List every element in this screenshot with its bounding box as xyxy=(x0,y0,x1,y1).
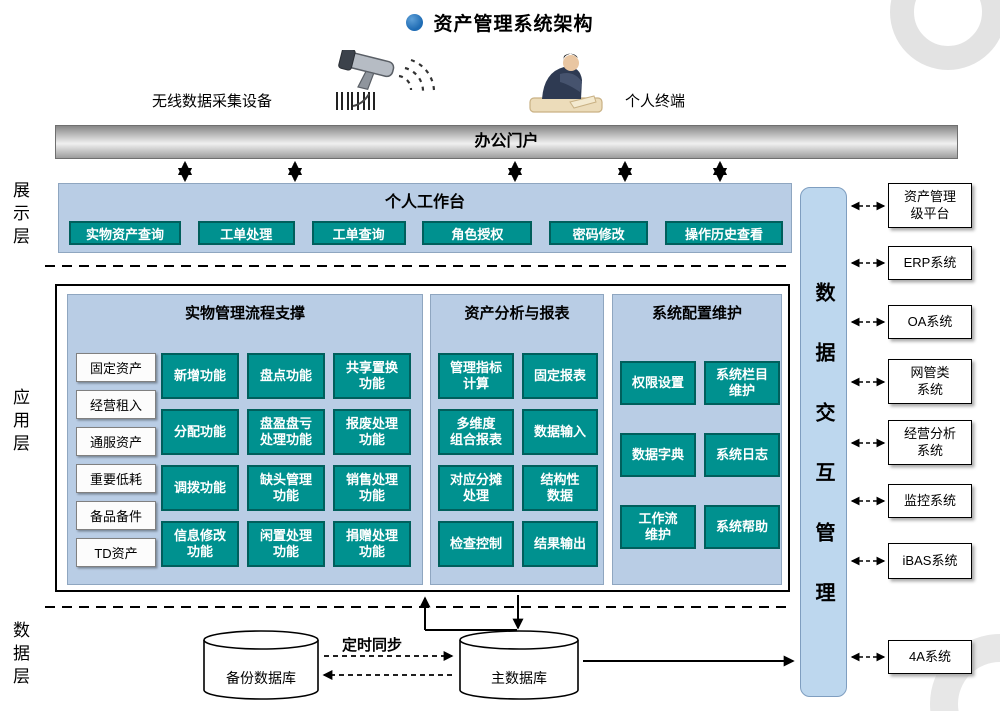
workbench-item-workorder-query: 工单查询 xyxy=(311,221,406,245)
function-data-dictionary: 数据字典 xyxy=(620,433,696,477)
category-leased: 经营租入 xyxy=(76,390,156,419)
function-fixed-report: 固定报表 xyxy=(522,353,598,399)
function-sale: 销售处理 功能 xyxy=(333,465,411,511)
external-system-network-mgmt: 网管类 系统 xyxy=(888,359,972,404)
function-inventory: 盘点功能 xyxy=(247,353,325,399)
function-multidim-report: 多维度 组合报表 xyxy=(438,409,514,455)
function-result-output: 结果输出 xyxy=(522,521,598,567)
function-scrap: 报废处理 功能 xyxy=(333,409,411,455)
function-surplus-deficit: 盘盈盘亏 处理功能 xyxy=(247,409,325,455)
function-column-maintain: 系统栏目 维护 xyxy=(704,361,780,405)
analysis-panel-title: 资产分析与报表 xyxy=(464,305,570,322)
physical-function-grid: 新增功能 盘点功能 共享置换 功能 分配功能 盘盈盘亏 处理功能 报废处理 功能… xyxy=(161,353,411,567)
function-share-swap: 共享置换 功能 xyxy=(333,353,411,399)
workbench-item-role-auth: 角色授权 xyxy=(422,221,533,245)
title-bullet-icon xyxy=(406,14,424,31)
category-td-assets: TD资产 xyxy=(76,538,156,567)
header: 资产管理系统架构 xyxy=(0,9,1000,36)
workbench-item-asset-query: 实物资产查询 xyxy=(69,221,181,245)
sync-label: 定时同步 xyxy=(342,637,403,654)
category-spare-parts: 备品备件 xyxy=(76,501,156,530)
function-system-log: 系统日志 xyxy=(704,433,780,477)
analysis-report-panel: 资产分析与报表 管理指标 计算 固定报表 多维度 组合报表 数据输入 对应分摊 … xyxy=(430,294,604,585)
function-shortage: 缺头管理 功能 xyxy=(247,465,325,511)
external-system-ibas: iBAS系统 xyxy=(888,543,972,579)
category-fixed-assets: 固定资产 xyxy=(76,353,156,382)
physical-panel-title: 实物管理流程支撑 xyxy=(184,305,305,322)
config-panel-title: 系统配置维护 xyxy=(651,305,742,322)
workbench-item-password: 密码修改 xyxy=(549,221,649,245)
workbench-item-history: 操作历史查看 xyxy=(664,221,783,245)
analysis-function-grid: 管理指标 计算 固定报表 多维度 组合报表 数据输入 对应分摊 处理 结构性 数… xyxy=(438,353,598,567)
external-system-erp: ERP系统 xyxy=(888,246,972,280)
physical-management-panel: 实物管理流程支撑 固定资产 经营租入 通服资产 重要低耗 备品备件 TD资产 新… xyxy=(67,294,423,585)
config-function-grid: 权限设置 系统栏目 维护 数据字典 系统日志 工作流 维护 系统帮助 xyxy=(620,361,780,549)
page-title: 资产管理系统架构 xyxy=(433,14,594,35)
external-system-monitoring: 监控系统 xyxy=(888,484,972,518)
function-add: 新增功能 xyxy=(161,353,239,399)
asset-category-column: 固定资产 经营租入 通服资产 重要低耗 备品备件 TD资产 xyxy=(76,353,156,567)
terminal-label: 个人终端 xyxy=(625,93,686,110)
external-system-asset-platform: 资产管理 级平台 xyxy=(888,183,972,228)
person-terminal-icon xyxy=(529,53,603,113)
personal-workbench-panel: 个人工作台 实物资产查询 工单处理 工单查询 角色授权 密码修改 操作历史查看 xyxy=(58,183,792,253)
scanner-label: 无线数据采集设备 xyxy=(152,93,273,110)
data-exchange-bar: 数据交互管理 xyxy=(800,187,847,697)
layer-label-application: 应用层 xyxy=(10,388,29,457)
function-donation: 捐赠处理 功能 xyxy=(333,521,411,567)
function-check-control: 检查控制 xyxy=(438,521,514,567)
category-low-value: 重要低耗 xyxy=(76,464,156,493)
data-exchange-label: 数据交互管理 xyxy=(812,282,834,642)
function-info-edit: 信息修改 功能 xyxy=(161,521,239,567)
external-system-oa: OA系统 xyxy=(888,305,972,339)
main-db-label: 主数据库 xyxy=(491,670,547,686)
function-allocate: 分配功能 xyxy=(161,409,239,455)
function-transfer: 调拨功能 xyxy=(161,465,239,511)
function-permission: 权限设置 xyxy=(620,361,696,405)
workbench-item-workorder-handle: 工单处理 xyxy=(197,221,295,245)
external-system-4a: 4A系统 xyxy=(888,640,972,674)
function-system-help: 系统帮助 xyxy=(704,505,780,549)
function-kpi-calc: 管理指标 计算 xyxy=(438,353,514,399)
function-apportion: 对应分摊 处理 xyxy=(438,465,514,511)
function-idle: 闲置处理 功能 xyxy=(247,521,325,567)
barcode-scanner-icon xyxy=(336,50,435,110)
function-workflow: 工作流 维护 xyxy=(620,505,696,549)
workbench-button-row: 实物资产查询 工单处理 工单查询 角色授权 密码修改 操作历史查看 xyxy=(69,221,783,245)
function-data-input: 数据输入 xyxy=(522,409,598,455)
layer-label-data: 数据层 xyxy=(10,621,29,690)
workbench-title: 个人工作台 xyxy=(384,194,465,211)
backup-db-label: 备份数据库 xyxy=(226,670,296,686)
system-config-panel: 系统配置维护 权限设置 系统栏目 维护 数据字典 系统日志 工作流 维护 系统帮… xyxy=(612,294,782,585)
category-service: 通服资产 xyxy=(76,427,156,456)
external-system-business-analysis: 经营分析 系统 xyxy=(888,420,972,465)
function-structural-data: 结构性 数据 xyxy=(522,465,598,511)
office-portal-bar: 办公门户 xyxy=(55,125,958,159)
application-layer-box: 实物管理流程支撑 固定资产 经营租入 通服资产 重要低耗 备品备件 TD资产 新… xyxy=(55,284,790,592)
layer-label-display: 展示层 xyxy=(10,181,29,250)
